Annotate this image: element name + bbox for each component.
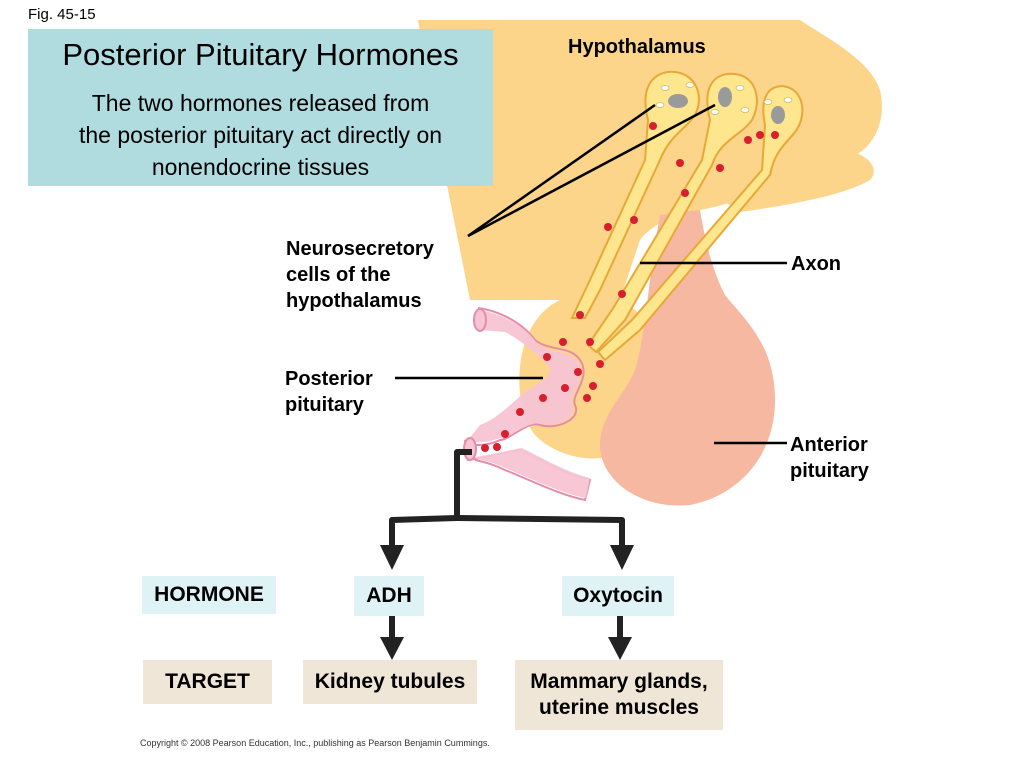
target-mammary-uterine: Mammary glands, uterine muscles (515, 660, 723, 730)
page-title: Posterior Pituitary Hormones (62, 37, 459, 72)
target-kidney-tubules: Kidney tubules (303, 660, 477, 704)
hormone-header: HORMONE (142, 576, 276, 614)
figure-label: Fig. 45-15 (28, 6, 96, 23)
label-axon: Axon (791, 253, 841, 275)
label-hypothalamus: Hypothalamus (568, 36, 706, 58)
label-neurosecretory-cells: Neurosecretory cells of the hypothalamus (286, 238, 434, 312)
label-anterior-pituitary: Anterior pituitary (790, 434, 869, 482)
label-posterior-pituitary: Posterior pituitary (285, 368, 373, 416)
capillary-vessel (464, 307, 592, 502)
hormone-dots (481, 122, 779, 452)
copyright-notice: Copyright © 2008 Pearson Education, Inc.… (140, 738, 490, 748)
page-subtitle: The two hormones released from the poste… (78, 90, 443, 180)
anterior-pituitary-shape (600, 210, 775, 506)
hormone-adh: ADH (354, 576, 424, 616)
flow-arrows (389, 449, 625, 640)
vessel-opening-top (473, 308, 487, 332)
cell-nuclei (655, 82, 793, 124)
target-header: TARGET (143, 660, 272, 704)
capillary-vessel-fill (466, 310, 590, 498)
leader-lines (395, 103, 787, 445)
title-box: Posterior Pituitary Hormones The two hor… (28, 29, 493, 186)
hormone-oxytocin: Oxytocin (562, 576, 674, 616)
arrow-heads (380, 545, 634, 660)
